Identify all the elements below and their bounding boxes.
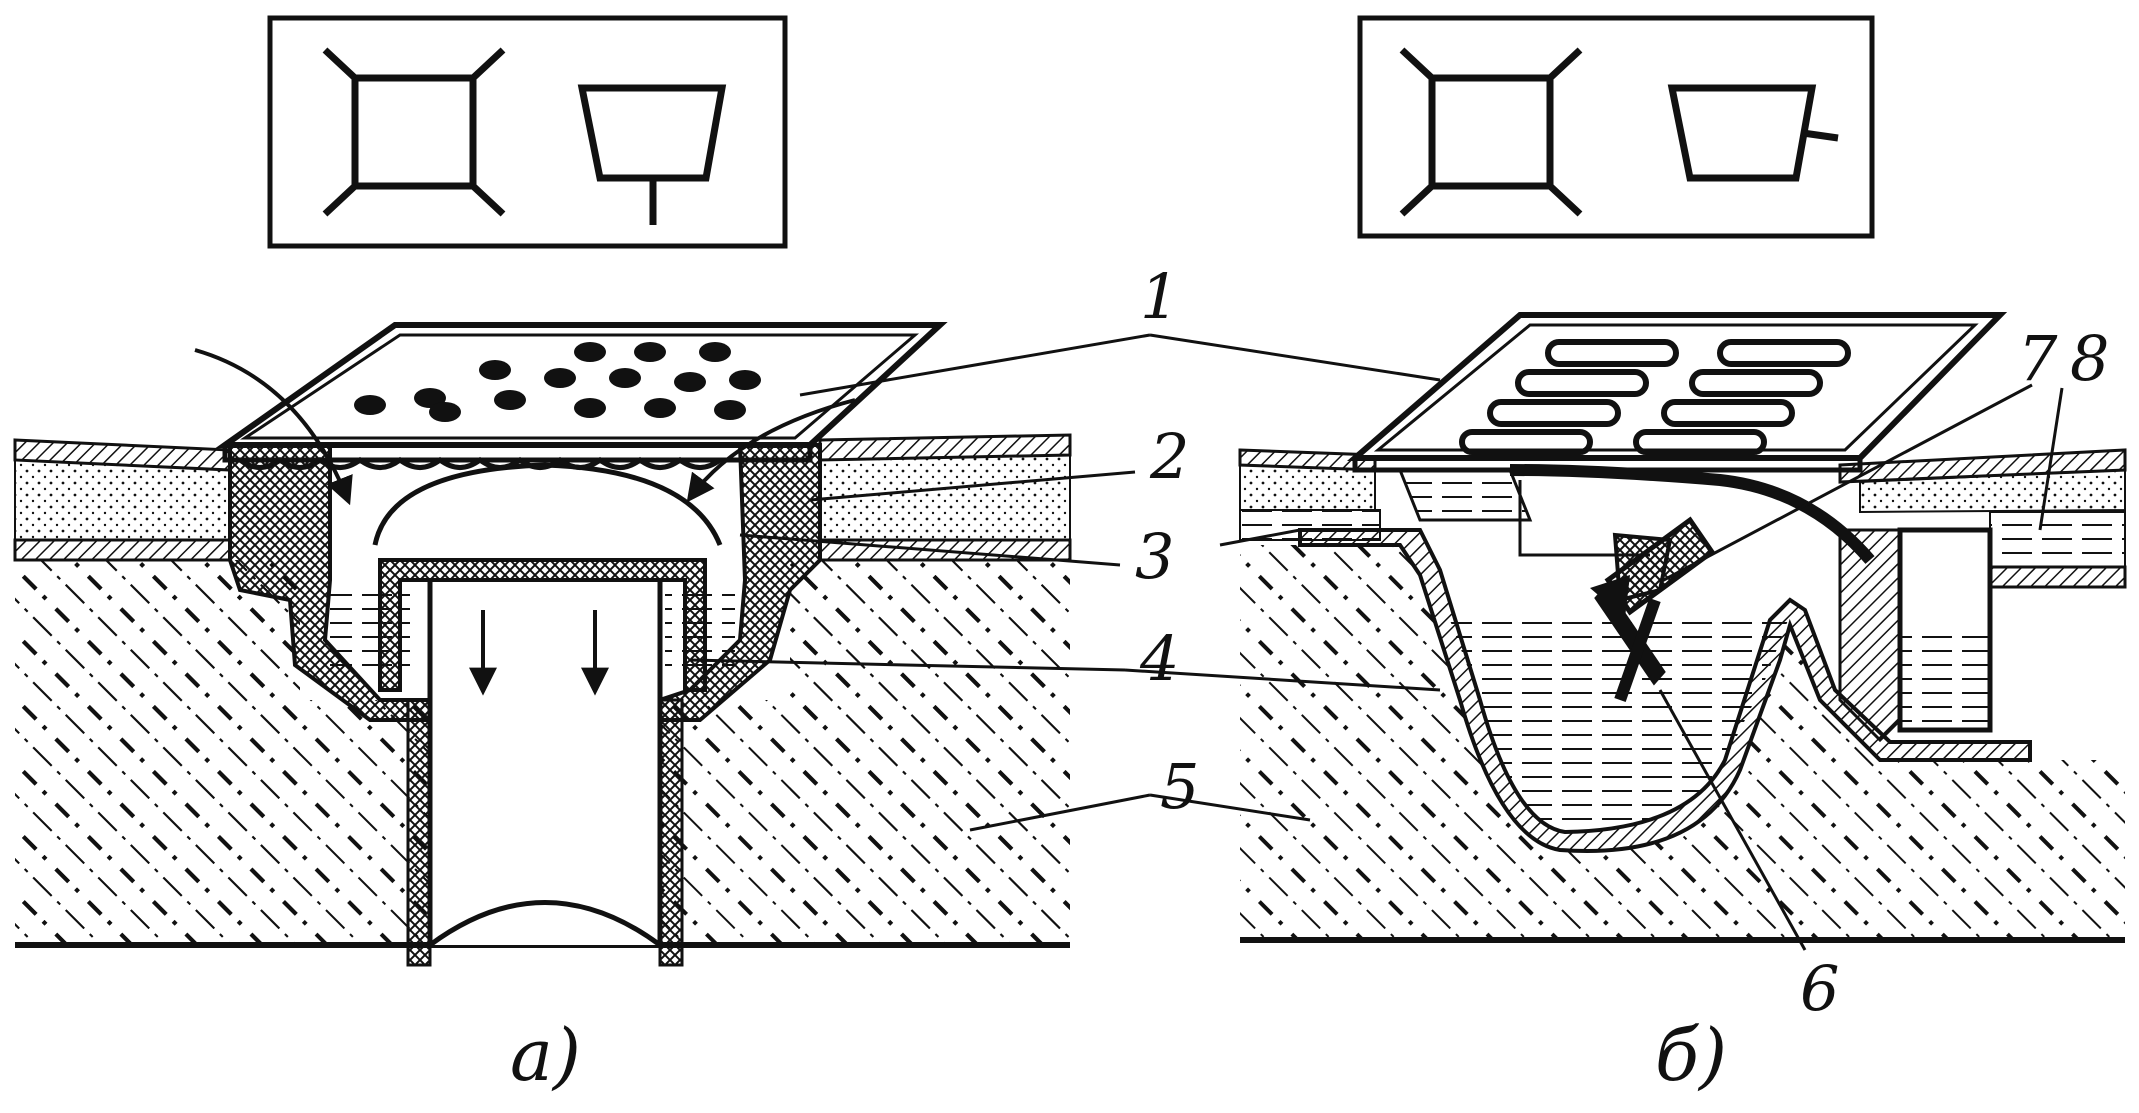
leader-lines bbox=[689, 333, 2064, 951]
label-6: 6 bbox=[1800, 952, 1839, 1025]
label-4: 4 bbox=[1139, 622, 1179, 695]
label-5: 5 bbox=[1160, 750, 1199, 823]
label-8: 8 bbox=[2070, 322, 2109, 395]
caption-b: б) bbox=[1655, 1013, 1727, 1097]
symbol-box-b bbox=[1357, 15, 1875, 239]
label-2: 2 bbox=[1149, 420, 1189, 493]
callout-labels: 1 2 3 4 5 6 7 8 а) б) bbox=[510, 260, 2109, 1097]
label-1: 1 bbox=[1140, 260, 1179, 333]
caption-a: а) bbox=[510, 1013, 581, 1097]
drawing-b bbox=[1238, 312, 2127, 943]
drawing-a bbox=[13, 322, 1072, 967]
label-7: 7 bbox=[2018, 322, 2058, 395]
label-3: 3 bbox=[1135, 520, 1174, 593]
symbol-box-a bbox=[267, 15, 788, 249]
